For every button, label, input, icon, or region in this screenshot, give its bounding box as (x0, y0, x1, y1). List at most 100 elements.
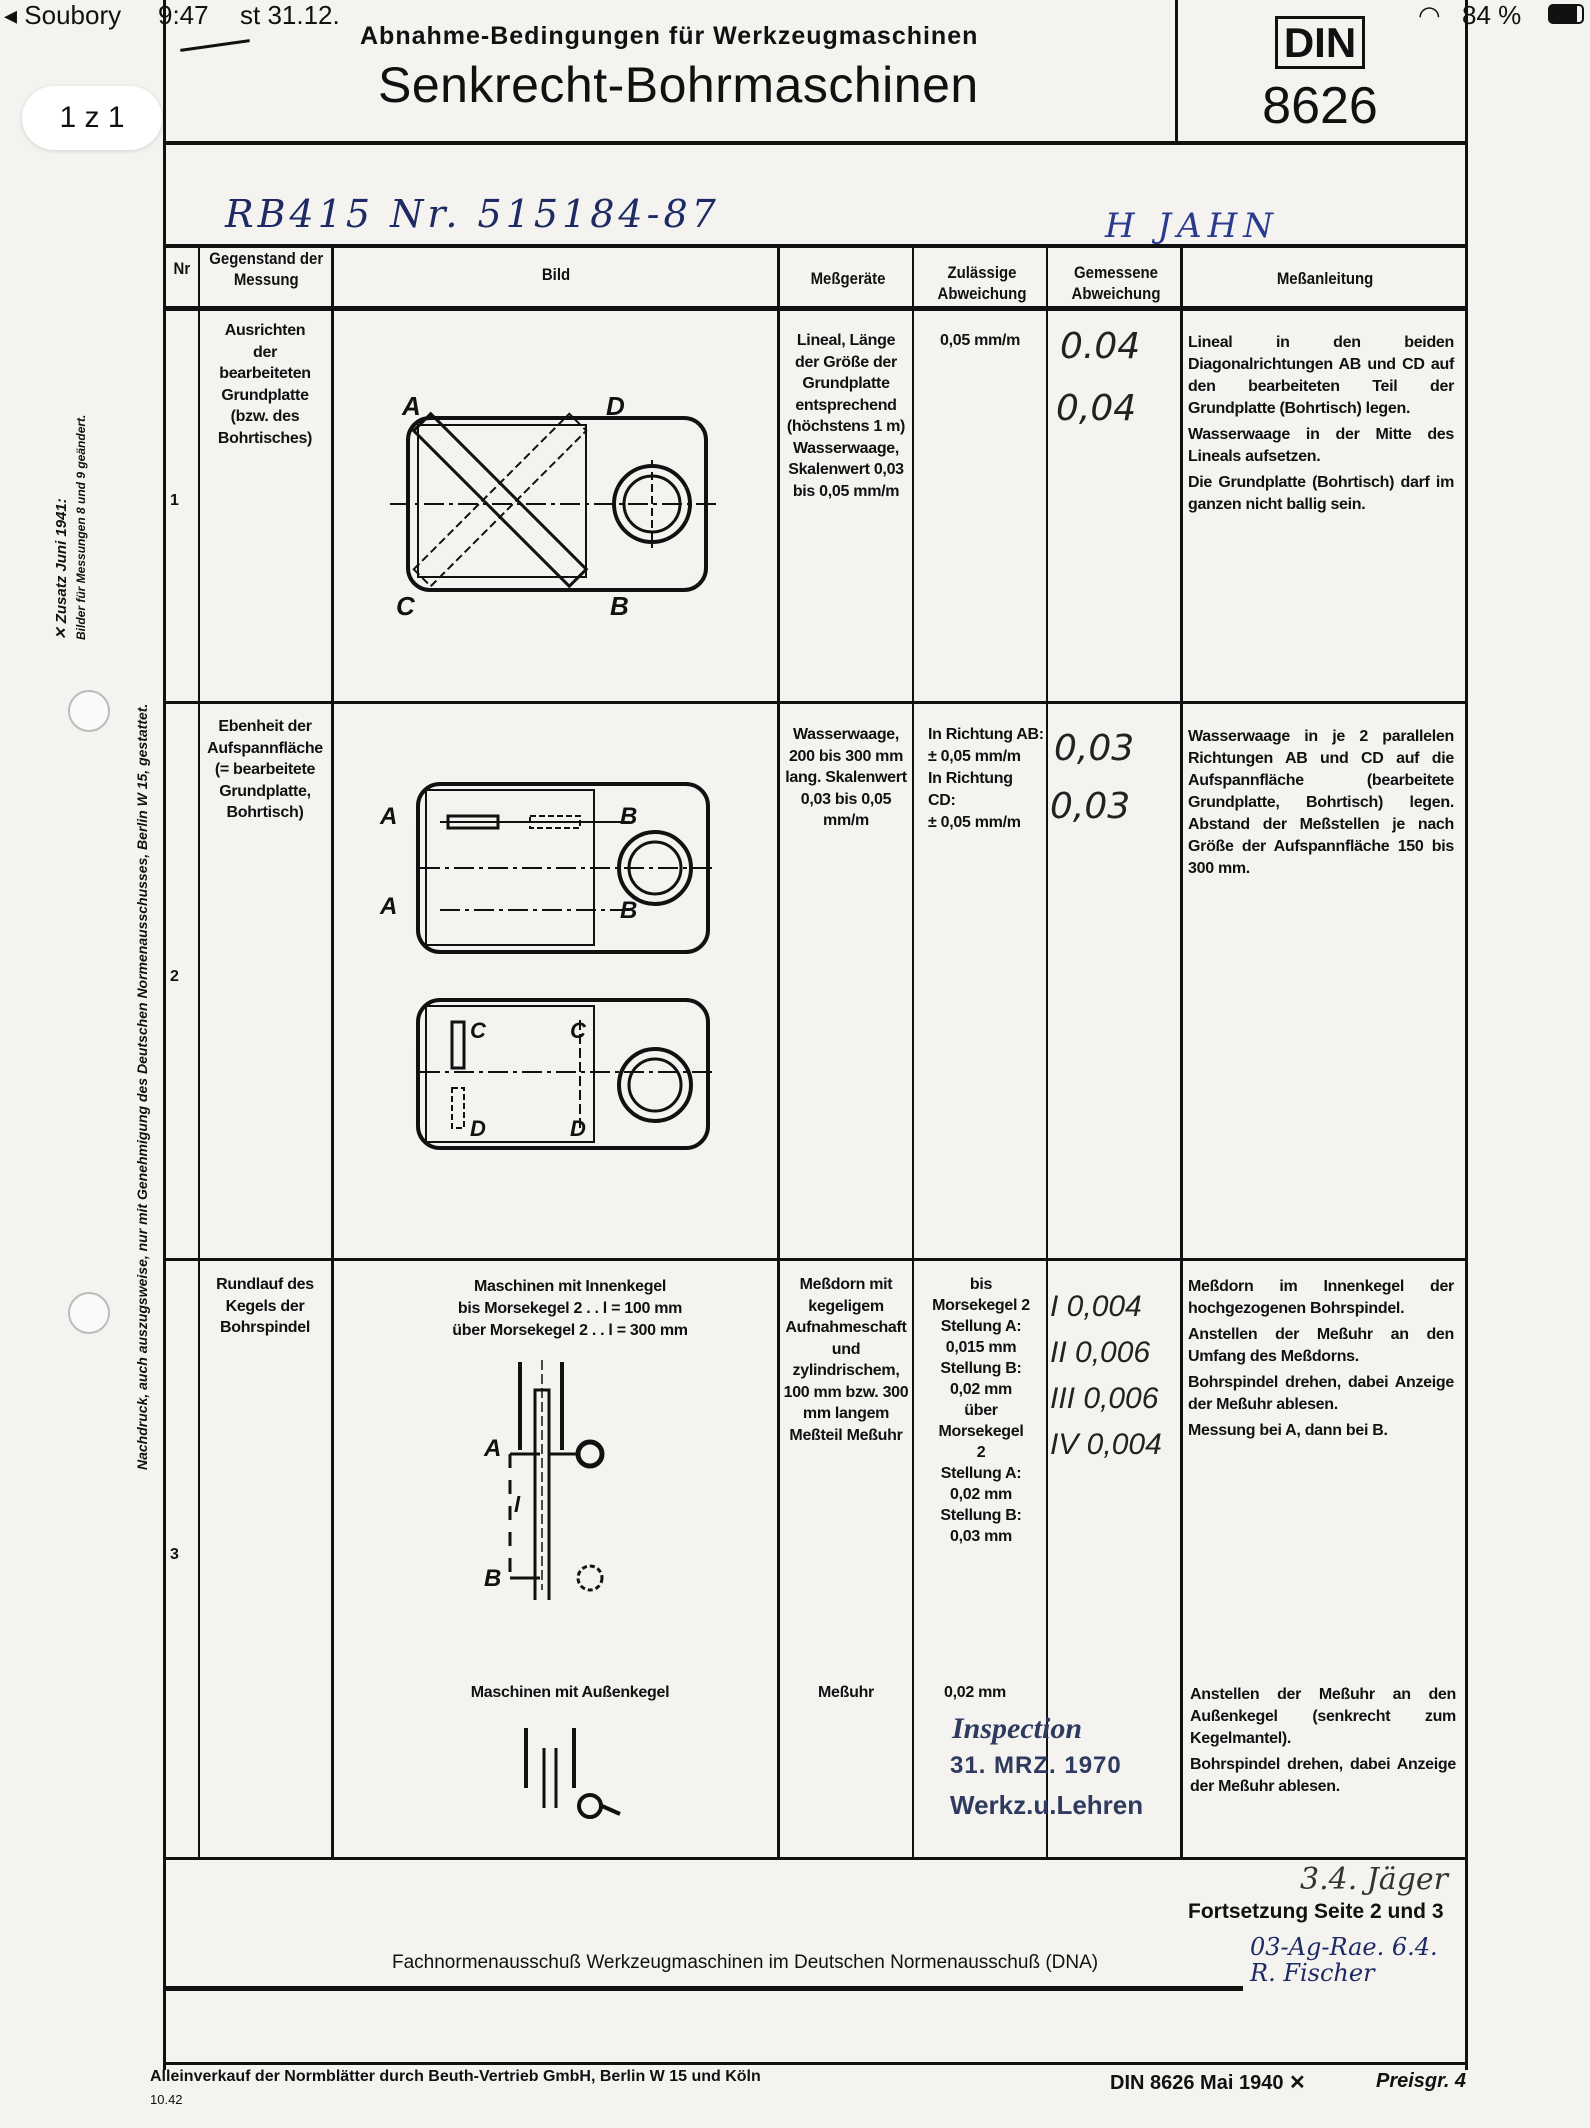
wifi-icon: ◠ (1418, 0, 1441, 30)
din-date: DIN 8626 Mai 1940 ✕ (1110, 2072, 1306, 2094)
table-top-rule (163, 244, 1465, 248)
label-a: A (380, 893, 398, 920)
status-date: st 31.12. (240, 0, 340, 30)
committee-name: Fachnormenausschuß Werkzeugmaschinen im … (392, 1952, 1099, 1973)
allowed-line: ± 0,05 mm/m (928, 814, 1021, 831)
allowed-line: ± 0,05 mm/m (928, 748, 1021, 765)
sub-instructions: Anstellen der Meßuhr an den Außenkegel (… (1190, 1684, 1456, 1798)
measured-value: III 0,006 (1050, 1382, 1159, 1415)
pen-mark (180, 39, 250, 52)
row-number: 2 (170, 968, 179, 985)
label-d: D (470, 1116, 486, 1141)
footer-rule (163, 2062, 1468, 2065)
col-divider (331, 244, 334, 1859)
label-d: D (570, 1116, 586, 1141)
header-measured: Gemessene Abweichung (1071, 263, 1161, 303)
row-divider (163, 1857, 1465, 1860)
row-instructions: Wasserwaage in je 2 parallelen Richtunge… (1188, 728, 1454, 877)
instruction-line: Messung bei A, dann bei B. (1188, 1422, 1388, 1439)
row-instructions: Meßdorn im Innenkegel der hochgezogenen … (1188, 1276, 1454, 1442)
row-allowed: 0,05 mm/m (939, 332, 1020, 349)
allowed-line: 0,03 mm (950, 1528, 1012, 1545)
allowed-line: Stellung A: (940, 1318, 1022, 1335)
col-divider (777, 244, 780, 1859)
label-c: C (470, 1018, 486, 1043)
inspection-stamp-title: Inspection (952, 1712, 1083, 1745)
label-a: A (484, 1435, 502, 1462)
allowed-line: Stellung A: (940, 1465, 1022, 1482)
sub-instruments: Meßuhr (818, 1684, 874, 1701)
outer-taper-drawing (524, 1728, 621, 1819)
allowed-line: Morsekegel 2 (932, 1297, 1030, 1314)
label-b: B (620, 803, 638, 830)
addition-note: ✕ Zusatz Juni 1941: (53, 498, 70, 640)
row-instructions: Lineal in den beiden Diagonalrichtungen … (1188, 332, 1454, 516)
row-subject: Rundlauf des Kegels der Bohrspindel (216, 1276, 314, 1336)
status-bar: ◂ Soubory 9:47 st 31.12. ◠ 84 % (0, 0, 1590, 34)
measured-value: I 0,004 (1050, 1290, 1142, 1323)
col-divider (1046, 244, 1048, 1859)
instruction-line: Lineal in den beiden Diagonalrichtungen … (1188, 334, 1454, 417)
din-mark: DIN (1274, 16, 1366, 69)
row-allowed: In Richtung AB: ± 0,05 mm/m In Richtung … (928, 724, 1044, 834)
instruction-line: Die Grundplatte (Bohrtisch) darf im ganz… (1188, 474, 1454, 513)
measured-value: 0,03 (1054, 728, 1135, 769)
instruction-line: Meßdorn im Innenkegel der hochgezogenen … (1188, 1278, 1454, 1317)
label-a: A (402, 391, 421, 421)
label-b: B (484, 1565, 502, 1592)
row-instruments: Meßdorn mit kegeligem Aufnahmeschaft und… (783, 1276, 909, 1444)
label-b: B (610, 591, 629, 621)
din-number: 8626 (1262, 77, 1378, 135)
battery-level: 84 % (1462, 0, 1522, 30)
col-divider (198, 244, 200, 1859)
row-subject: Ebenheit der Aufspannfläche (= bearbeite… (207, 718, 323, 821)
image-caption: Maschinen mit Innenkegel bis Morsekegel … (400, 1276, 740, 1342)
col-divider (1180, 244, 1183, 1859)
inspection-stamp-dept: Werkz.u.Lehren (950, 1790, 1144, 1820)
signature: 3.4. Jäger (1300, 1862, 1448, 1897)
allowed-line: bis (969, 1276, 993, 1293)
row-number: 1 (170, 492, 179, 509)
continuation-note: Fortsetzung Seite 2 und 3 (1188, 1900, 1444, 1923)
measured-value: IV 0,004 (1050, 1428, 1162, 1461)
caption-line: Maschinen mit Innenkegel (474, 1278, 666, 1295)
footer-rule (163, 1986, 1243, 1991)
header-allowed: Zulässige Abweichung (937, 263, 1027, 303)
row-number: 3 (170, 1546, 179, 1563)
back-to-files-link[interactable]: ◂ Soubory (4, 0, 122, 30)
allowed-line: über Morsekegel 2 (938, 1402, 1024, 1461)
din-box-divider (1175, 0, 1178, 143)
label-l: l (514, 1492, 520, 1517)
instruction-line: Bohrspindel drehen, dabei Anzeige der Me… (1188, 1374, 1454, 1413)
price-group: Preisgr. 4 (1376, 2070, 1467, 2092)
frame-left (163, 0, 166, 2070)
allowed-line: Stellung B: (940, 1360, 1022, 1377)
header-nr: Nr (173, 259, 191, 278)
label-a: A (380, 803, 398, 830)
battery-icon (1548, 4, 1584, 24)
allowed-line: In Richtung CD: (928, 770, 1013, 809)
table-header-rule (163, 306, 1465, 311)
spindle-drawing (508, 1360, 605, 1600)
caption-line: bis Morsekegel 2 . . l = 100 mm (457, 1300, 683, 1317)
header-instructions: Meßanleitung (1276, 269, 1374, 288)
header-subtitle: Abnahme-Bedingungen für Werkzeugmaschine… (360, 22, 979, 50)
label-c: C (570, 1018, 586, 1043)
allowed-line: 0,02 mm (950, 1381, 1012, 1398)
print-code: 10.42 (150, 2092, 183, 2107)
page-title: Senkrecht-Bohrmaschinen (378, 57, 979, 113)
punch-hole (68, 1292, 110, 1334)
measured-value: 0,03 (1050, 786, 1131, 827)
caption-line: über Morsekegel 2 . . l = 300 mm (452, 1322, 688, 1339)
allowed-line: In Richtung AB: (928, 726, 1044, 743)
punch-hole (68, 690, 110, 732)
din-label: DIN (1230, 16, 1410, 69)
handwritten-inspector: H JAHN (1105, 206, 1280, 246)
allowed-line: 0,02 mm (950, 1486, 1012, 1503)
allowed-line: 0,015 mm (945, 1339, 1017, 1356)
diagonal-ruler-drawing (390, 411, 716, 592)
header-subject: Gegenstand der Messung (209, 249, 324, 289)
copyright-note: Nachdruck, auch auszugsweise, nur mit Ge… (134, 703, 150, 1470)
instruction-line: Anstellen der Meßuhr an den Umfang des M… (1188, 1326, 1454, 1365)
allowed-line: Stellung B: (940, 1507, 1022, 1524)
